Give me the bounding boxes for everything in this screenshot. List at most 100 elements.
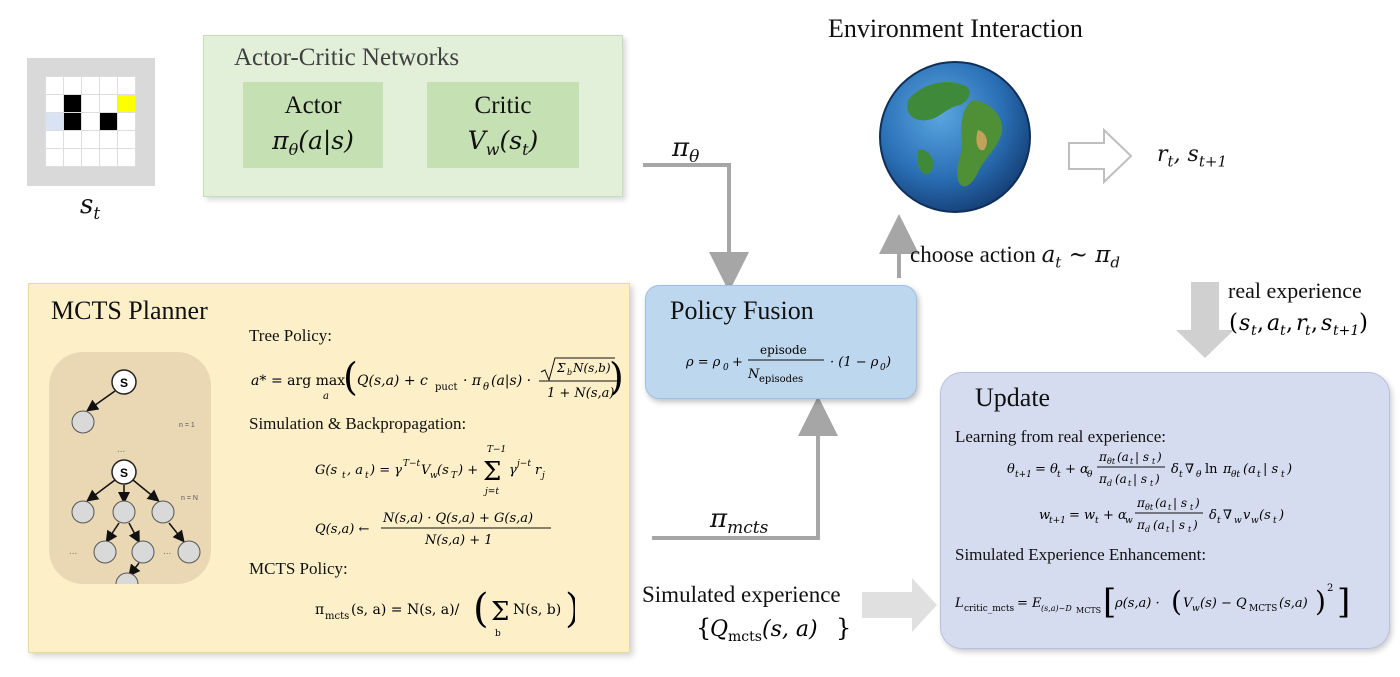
svg-text:+ α: + α: [1065, 462, 1089, 477]
svg-text:| s: | s: [1173, 496, 1187, 510]
svg-text:t: t: [1166, 525, 1170, 534]
svg-text:w: w: [1039, 508, 1050, 523]
svg-text:t+1: t+1: [1333, 323, 1359, 339]
svg-text:(: (: [343, 355, 358, 399]
svg-text:| s: | s: [1135, 450, 1149, 464]
policy-fusion-box: Policy Fusion ρ = ρ 0 + episode N episod…: [645, 285, 917, 399]
svg-text:θ: θ: [483, 382, 489, 393]
grid-cell: [64, 95, 82, 113]
grid-cell: [64, 77, 82, 95]
tree-ellipsis-3: ...: [163, 546, 171, 557]
svg-text:Q: Q: [710, 617, 728, 642]
svg-text:t: t: [1168, 503, 1172, 512]
svg-text:t: t: [1281, 470, 1285, 480]
svg-text:): ): [1359, 310, 1368, 336]
svg-text:(s: (s: [1259, 508, 1271, 523]
svg-text:): ): [609, 355, 621, 399]
grid-cell: [64, 113, 82, 131]
svg-text:w: w: [1125, 516, 1133, 526]
svg-text:1 + N(s,a): 1 + N(s,a): [547, 386, 615, 401]
svg-text:0: 0: [723, 363, 729, 373]
simulated-enhancement-label: Simulated Experience Enhancement:: [955, 545, 1207, 564]
svg-text:t: t: [1217, 516, 1221, 526]
svg-text:t: t: [1190, 503, 1194, 512]
svg-text:t: t: [1188, 525, 1192, 534]
reward-state-label: rt, st+1: [1157, 142, 1227, 171]
return-formula: G(s t , a t ) = γ T−t V w (s T ) + T−1 Σ…: [315, 445, 545, 497]
grid-cell: [100, 149, 118, 167]
mcts-policy-formula: π mcts (s, a) = N(s, a)/ ( Σ b N(s, b) ): [315, 586, 575, 639]
real-experience-label: real experience: [1228, 278, 1362, 303]
critic-box: Critic Vw(st): [427, 82, 579, 168]
svg-text:t+1: t+1: [1049, 516, 1066, 526]
arrow-simulated-experience: [862, 578, 937, 632]
critic-name: Critic: [474, 92, 532, 119]
svg-text:∇: ∇: [1223, 508, 1232, 523]
actor-critic-box: Actor-Critic Networks Actor πθ(a|s) Crit…: [203, 35, 623, 197]
svg-text:a*: a*: [251, 373, 266, 389]
svg-text:): ): [885, 355, 891, 370]
svg-text:V: V: [1183, 596, 1194, 611]
svg-text:) = γ: ) = γ: [369, 463, 402, 478]
tree-root-node: [111, 369, 137, 395]
svg-text:a: a: [1267, 311, 1280, 336]
svg-text:t: t: [1280, 323, 1286, 339]
tree-n1-label: n = 1: [179, 422, 195, 429]
tree-ellipsis-2: ...: [69, 546, 77, 557]
svg-text:episode: episode: [760, 343, 807, 357]
grid-cell: [82, 95, 100, 113]
svg-text:ρ = ρ: ρ = ρ: [686, 355, 721, 370]
search-tree-diagram: S n = 1 ... S n = N ... ...: [69, 369, 201, 596]
svg-text:(s, a) = N(s, a)/: (s, a) = N(s, a)/: [351, 602, 460, 618]
svg-text:critic_mcts: critic_mcts: [964, 604, 1014, 614]
svg-text:N(s, b): N(s, b): [513, 602, 561, 618]
svg-text:mcts: mcts: [325, 611, 349, 622]
svg-text:Σ: Σ: [491, 597, 509, 627]
actor-box: Actor πθ(a|s): [243, 82, 383, 168]
svg-text:· π: · π: [463, 373, 482, 389]
critic-formula: Vw(st): [467, 126, 539, 159]
svg-text:v: v: [1243, 508, 1251, 523]
svg-text:= arg max: = arg max: [271, 373, 345, 389]
grid-cell: [118, 131, 136, 149]
actor-name: Actor: [284, 92, 342, 119]
grid-cell: [82, 77, 100, 95]
svg-text:t: t: [1150, 479, 1154, 488]
svg-text:0: 0: [880, 363, 886, 373]
svg-text:(s) − Q: (s) − Q: [1200, 596, 1247, 611]
svg-text:t: t: [1273, 516, 1277, 526]
svg-text:+: +: [732, 355, 743, 370]
svg-text:| s: | s: [1133, 472, 1147, 486]
grid-cell: [64, 149, 82, 167]
svg-text:s: s: [1239, 311, 1250, 336]
svg-text:δ: δ: [1209, 508, 1217, 523]
svg-text:puct: puct: [435, 382, 457, 393]
svg-text:}: }: [836, 614, 851, 642]
svg-text:(a|s) ·: (a|s) ·: [491, 373, 531, 389]
svg-text:]: ]: [1337, 582, 1350, 622]
svg-text:MCTS: MCTS: [1076, 606, 1101, 615]
grid-cell: [82, 131, 100, 149]
svg-text:+ α: + α: [1103, 508, 1127, 523]
svg-text:d: d: [1145, 525, 1150, 534]
svg-text:θt: θt: [1107, 457, 1116, 466]
svg-text:Σ: Σ: [556, 361, 566, 375]
svg-text:j−t: j−t: [515, 459, 531, 469]
svg-text:r: r: [1296, 311, 1308, 336]
svg-text:t: t: [342, 471, 346, 481]
svg-text:t: t: [1305, 323, 1311, 339]
svg-text:w: w: [1192, 604, 1200, 614]
svg-text:Q(s,a) ←: Q(s,a) ←: [315, 522, 369, 537]
w-update-formula: w t+1 = w t + α w π θt (a t | s t ) π d …: [1039, 496, 1284, 534]
grid-cell: [46, 131, 64, 149]
grid-cell: [64, 131, 82, 149]
svg-text:b: b: [495, 629, 501, 639]
real-experience-tuple-render: ( s t , a t , r t , s t+1 ): [1229, 310, 1368, 339]
grid-cell: [82, 149, 100, 167]
grid-cell: [118, 95, 136, 113]
grid-cell: [100, 77, 118, 95]
grid-cell: [118, 77, 136, 95]
svg-text:): ): [1286, 462, 1292, 477]
tree-policy-label: Tree Policy:: [249, 326, 332, 345]
